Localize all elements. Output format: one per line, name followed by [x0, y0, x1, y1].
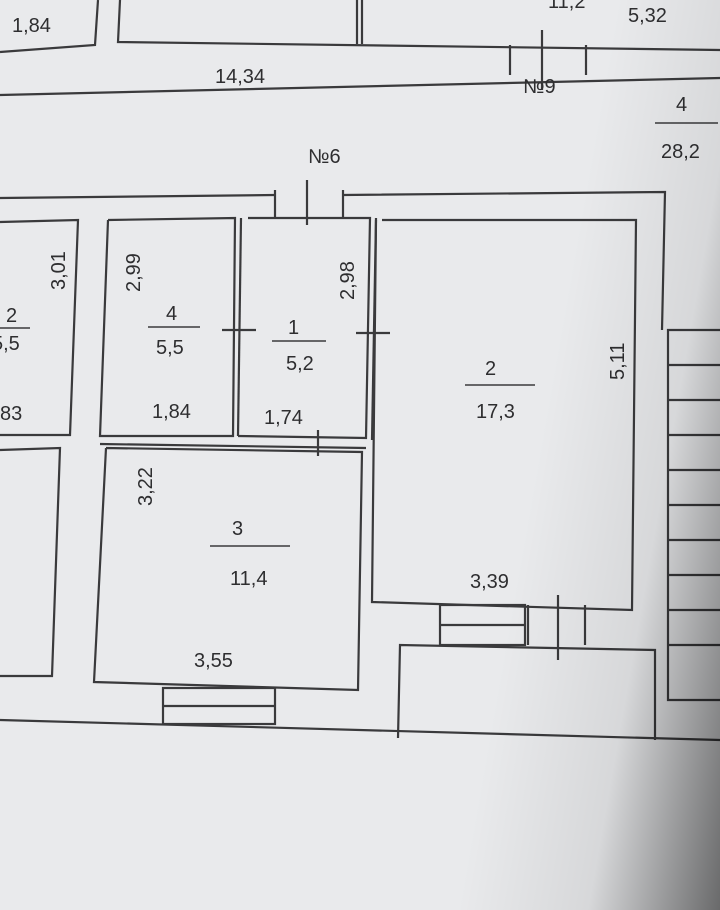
room-4-width: 1,84 — [152, 401, 191, 423]
room-3-width: 3,55 — [194, 650, 233, 672]
top-right-dimension: 5,32 — [628, 5, 667, 27]
top-left-dimension: 1,84 — [12, 15, 51, 37]
room-2-length: 5,11 — [607, 343, 629, 380]
entrance-9-label: №9 — [523, 76, 556, 98]
neighbor-room-width: 83 — [0, 403, 22, 425]
room-1-length: 2,98 — [337, 261, 359, 300]
room-2-width: 3,39 — [470, 571, 509, 593]
neighbor-room-area: 5,5 — [0, 333, 20, 355]
room-3-number: 3 — [232, 518, 243, 540]
room-3-area: 11,4 — [230, 568, 267, 590]
room-4-number: 4 — [166, 303, 177, 325]
room-1-width: 1,74 — [264, 407, 303, 429]
outside-room-area: 28,2 — [661, 141, 700, 163]
room-1-area: 5,2 — [286, 353, 314, 375]
entrance-6-label: №6 — [308, 146, 341, 168]
room-2-area: 17,3 — [476, 401, 515, 423]
top-partial-area: 11,2 — [548, 0, 585, 13]
outside-room-number: 4 — [676, 94, 687, 116]
top-walls — [0, 0, 720, 97]
room-2-number: 2 — [485, 358, 496, 380]
room-4-length: 2,99 — [123, 253, 145, 292]
corridor-length: 14,34 — [215, 66, 265, 88]
neighbor-room-number: 2 — [6, 305, 17, 327]
building-walls — [0, 180, 720, 742]
room-4-area: 5,5 — [156, 337, 184, 359]
neighbor-room-height: 3,01 — [48, 251, 70, 290]
fraction-bars — [0, 122, 718, 547]
room-3-length: 3,22 — [135, 467, 157, 506]
room-1-number: 1 — [288, 317, 299, 339]
